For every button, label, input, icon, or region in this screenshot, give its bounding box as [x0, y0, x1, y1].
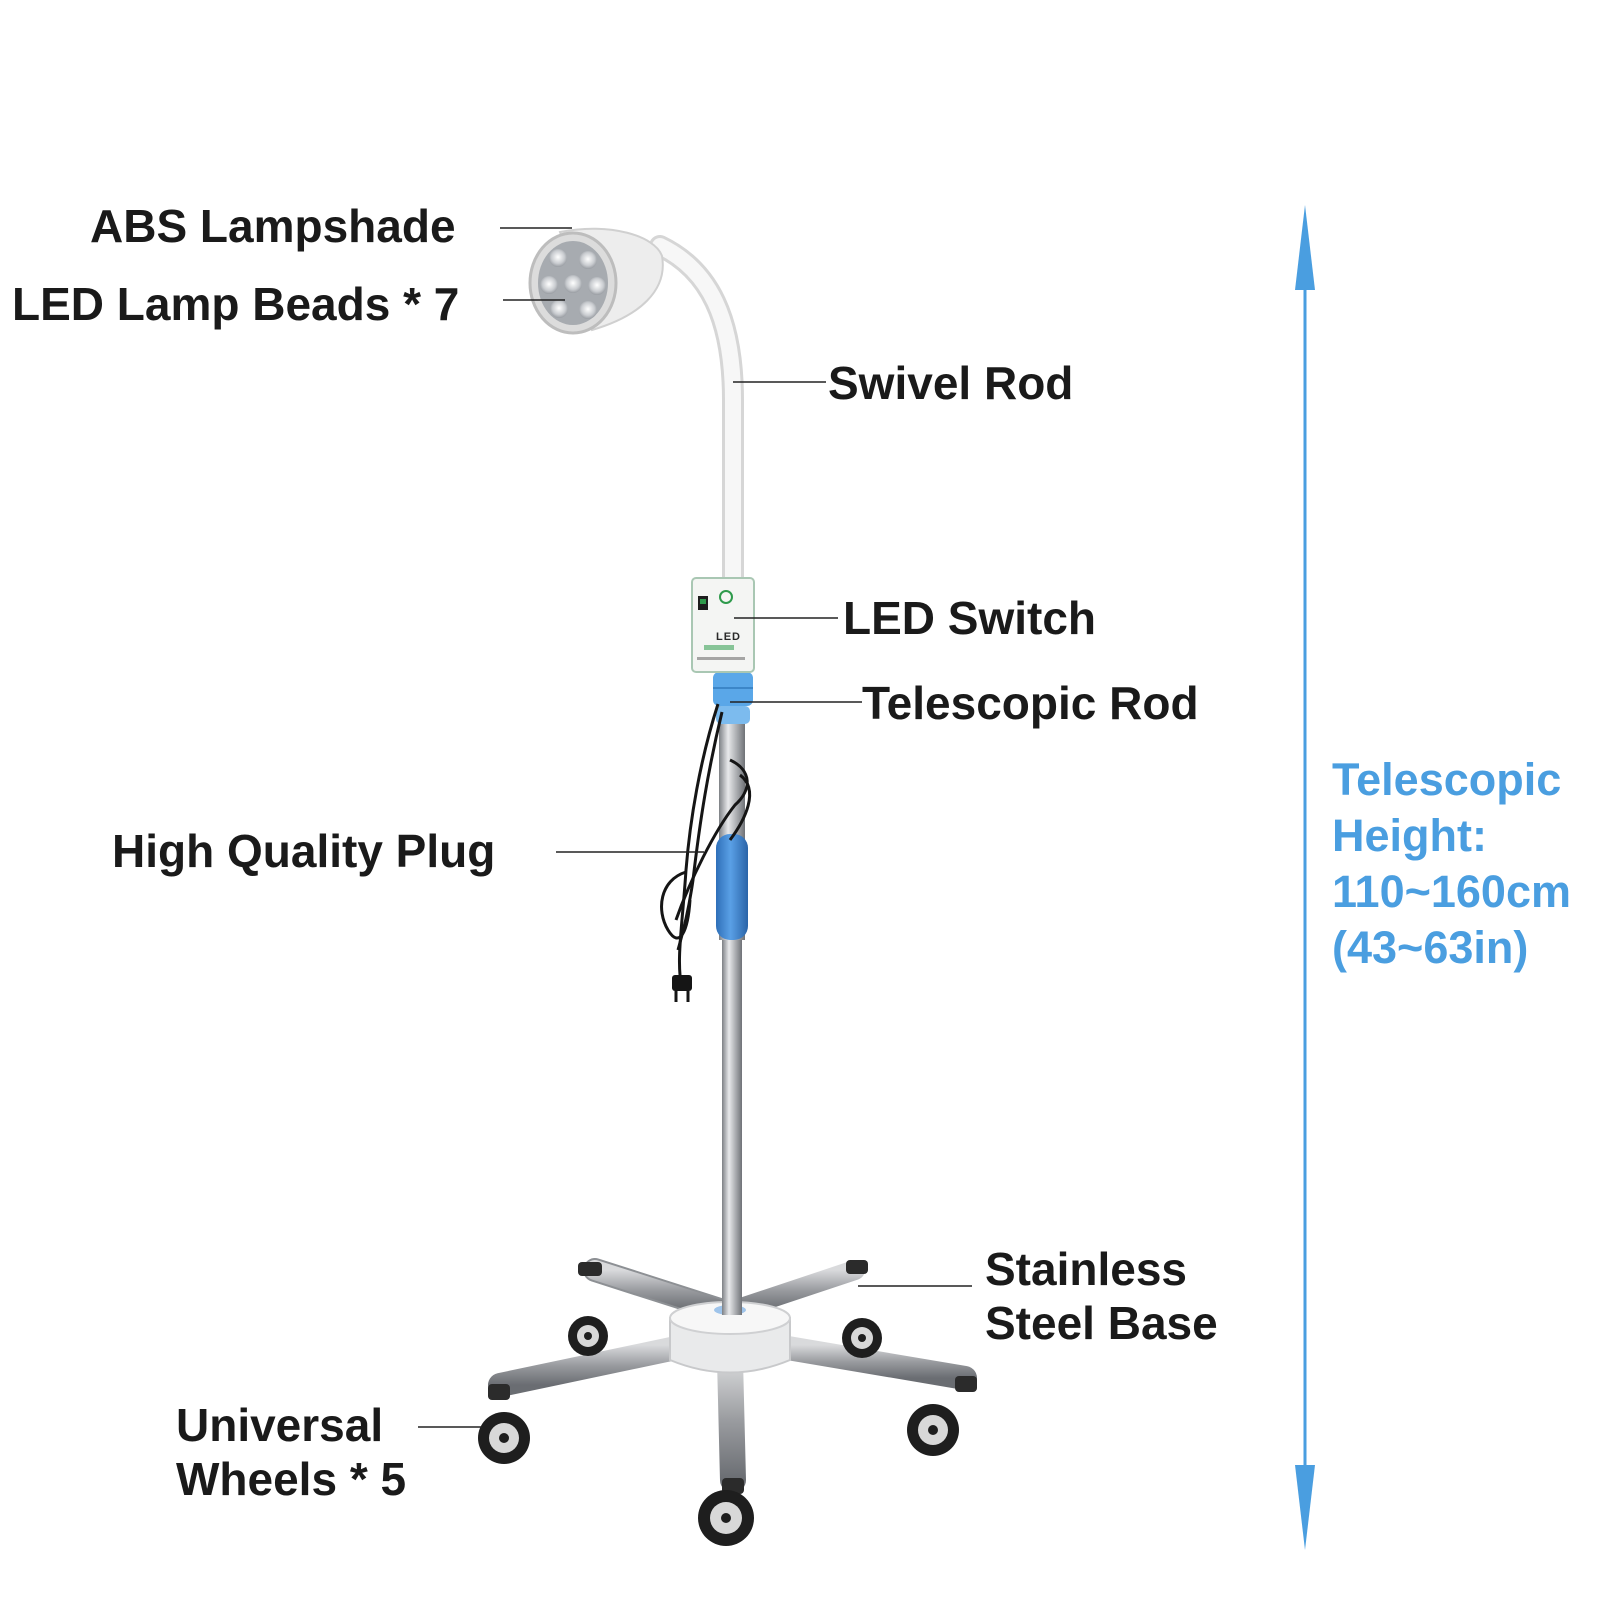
label-led-lamp-beads: LED Lamp Beads * 7: [12, 278, 460, 330]
lamp-head: [528, 227, 664, 335]
label-base-line2: Steel Base: [985, 1297, 1218, 1349]
telescopic-collar: [713, 672, 753, 724]
wheels: [478, 1260, 977, 1546]
label-base-line1: Stainless: [985, 1243, 1187, 1295]
leader-lines: [418, 227, 972, 1428]
power-cord: [660, 703, 751, 991]
label-led-switch: LED Switch: [843, 592, 1097, 644]
height-note-line1: Telescopic: [1332, 754, 1562, 805]
label-universal-wheels: Universal Wheels * 5: [176, 1398, 406, 1506]
wheel-back-right: [842, 1260, 882, 1358]
label-telescopic-rod: Telescopic Rod: [862, 677, 1199, 729]
label-wheels-line1: Universal: [176, 1399, 384, 1451]
height-note-line4: (43~63in): [1332, 922, 1529, 973]
plug: [672, 975, 692, 1002]
label-high-quality-plug: High Quality Plug: [112, 825, 496, 877]
label-abs-lampshade: ABS Lampshade: [90, 200, 456, 252]
wheel-front-center: [698, 1478, 754, 1546]
lower-pole: [722, 940, 742, 1315]
blue-grip: [716, 834, 748, 940]
swivel-rod: [649, 235, 744, 591]
arrow-up-icon: [1295, 205, 1315, 290]
wheel-front-right: [907, 1376, 977, 1456]
label-wheels-line2: Wheels * 5: [176, 1453, 407, 1505]
height-note-line3: 110~160cm: [1332, 866, 1571, 917]
arrow-down-icon: [1295, 1465, 1315, 1550]
wheel-back-left: [568, 1262, 608, 1356]
height-note-line2: Height:: [1332, 810, 1487, 861]
label-stainless-steel-base: Stainless Steel Base: [985, 1242, 1218, 1350]
height-arrow: [1295, 205, 1315, 1550]
switch-panel-title: LED: [716, 631, 741, 643]
label-swivel-rod: Swivel Rod: [828, 357, 1074, 409]
telescopic-height-note: Telescopic Height: 110~160cm (43~63in): [1332, 752, 1571, 976]
wheel-front-left: [478, 1384, 530, 1464]
led-beads: [540, 249, 606, 319]
switch-box: LED: [691, 577, 755, 673]
